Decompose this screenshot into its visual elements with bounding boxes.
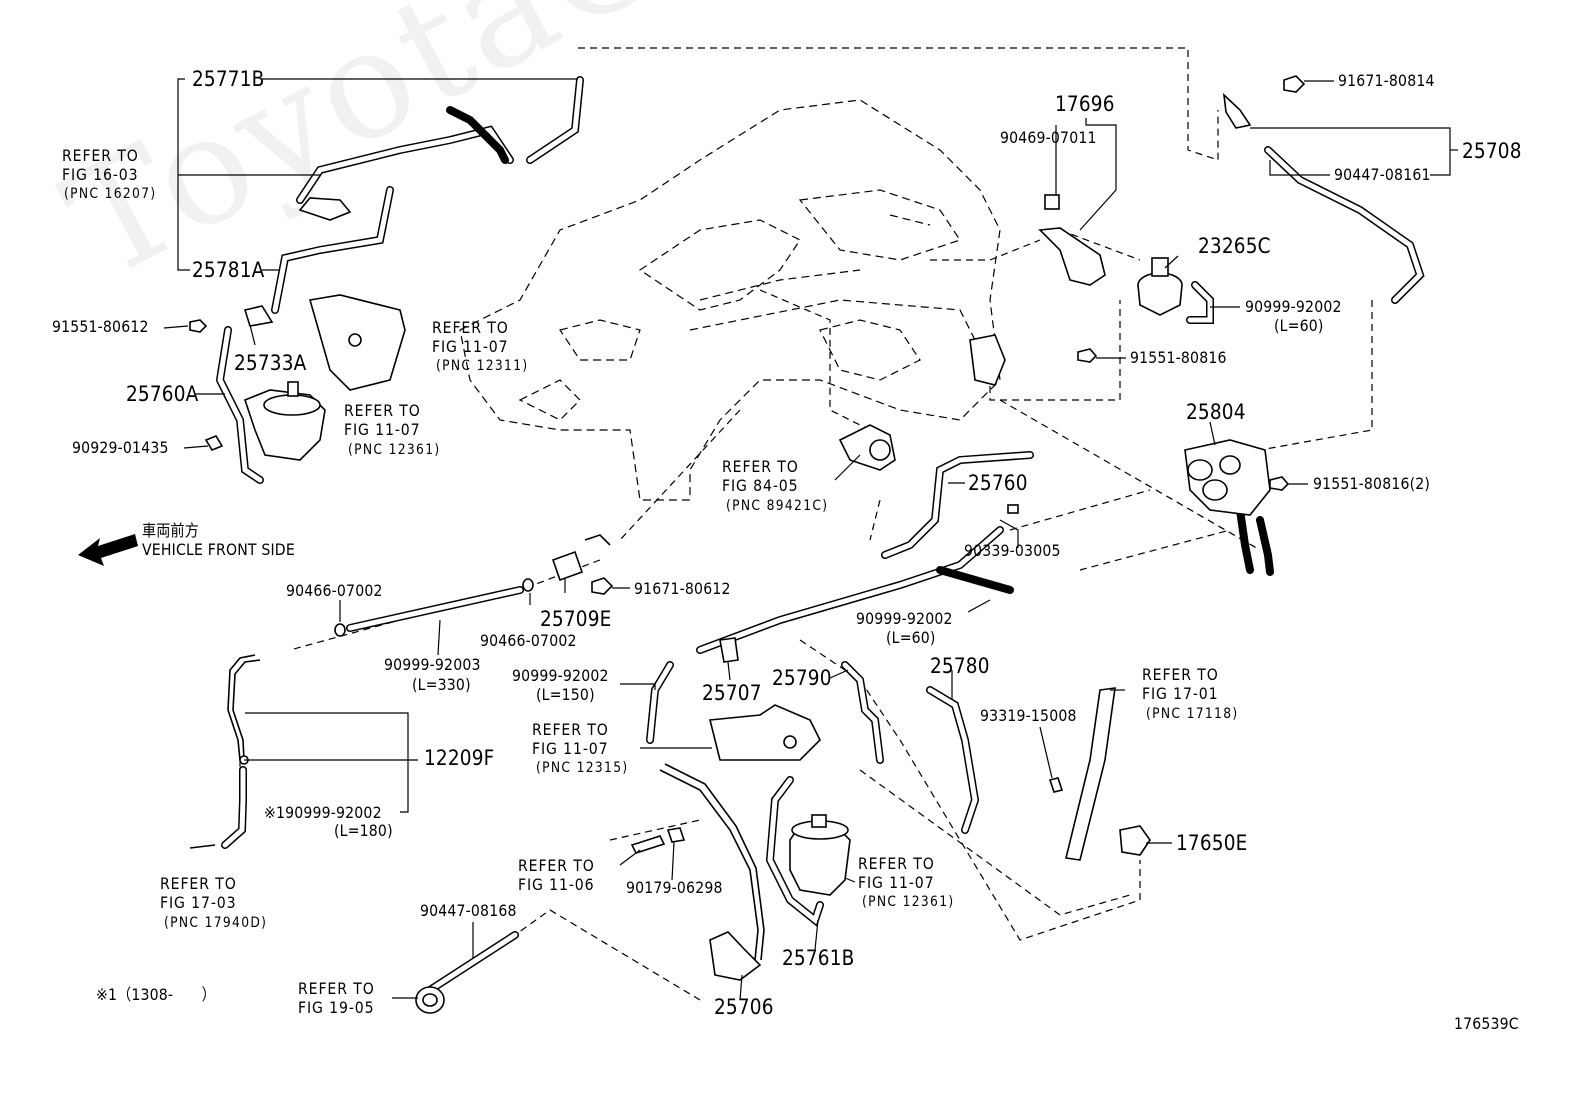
part-number-label: 90339-03005 (964, 541, 1061, 560)
ref-label-pnc: (PNC 12311) (436, 358, 529, 374)
length-label: (L=330) (412, 675, 471, 694)
part-number-label: 93319-15008 (980, 706, 1077, 725)
part-label-25780: 25780 (930, 654, 990, 678)
ref-label-line1: REFER TO (62, 146, 139, 165)
ref-label-line2: FIG 11-07 (858, 873, 935, 892)
ref-label-line2: FIG 17-01 (1142, 684, 1219, 703)
direction-label-ja: 車両前方 (142, 521, 200, 540)
diagram-id: 176539C (1454, 1014, 1519, 1033)
ref-label-line1: REFER TO (518, 856, 595, 875)
ref-label-line1: REFER TO (432, 318, 509, 337)
engine-outline (459, 99, 1001, 501)
part-number-label: 90999-92003 (384, 655, 481, 674)
part-number-label: 90179-06298 (626, 878, 723, 897)
part-number-label: 90999-92002 (856, 609, 953, 628)
front-arrow-icon (78, 534, 138, 566)
ref-label-pnc: (PNC 16207) (64, 186, 157, 202)
part-number-label: 90929-01435 (72, 438, 169, 457)
ref-label-line2: FIG 11-07 (432, 337, 509, 356)
part-label-25761B: 25761B (782, 946, 855, 970)
part-number-label: 90469-07011 (1000, 128, 1097, 147)
leader-lines (163, 78, 1458, 1001)
part-label-25760A: 25760A (126, 382, 199, 406)
part-number-label: 90466-07002 (286, 581, 383, 600)
ref-label-pnc: (PNC 89421C) (726, 498, 829, 514)
ref-label-pnc: (PNC 17118) (1146, 706, 1239, 722)
part-number-label: 90447-08161 (1334, 165, 1431, 184)
footnote: ※1（1308- ） (96, 985, 216, 1004)
part-number-label: 91551-80816(2) (1313, 474, 1431, 493)
part-number-label: 91551-80612 (52, 317, 149, 336)
ref-label-line1: REFER TO (298, 979, 375, 998)
ref-label-pnc: (PNC 12315) (536, 760, 629, 776)
part-number-label: 90466-07002 (480, 631, 577, 650)
part-number-label: 90999-92002 (512, 666, 609, 685)
part-label-12209F: 12209F (424, 746, 495, 770)
components (78, 75, 1306, 1014)
ref-label-line1: REFER TO (722, 457, 799, 476)
part-label-25706: 25706 (714, 995, 774, 1019)
part-number-label: 91671-80814 (1338, 71, 1435, 90)
length-label: (L=60) (1274, 316, 1324, 335)
ref-label-line2: FIG 17-03 (160, 893, 237, 912)
part-label-25708: 25708 (1462, 139, 1522, 163)
part-number-label: 90999-92002 (1245, 297, 1342, 316)
part-label-25771B: 25771B (192, 67, 265, 91)
part-label-25707: 25707 (702, 681, 762, 705)
part-number-label: 90447-08168 (420, 901, 517, 920)
length-label: (L=150) (536, 685, 595, 704)
part-label-17650E: 17650E (1176, 831, 1248, 855)
length-label: (L=60) (886, 628, 936, 647)
part-number-label: ※190999-92002 (264, 803, 382, 822)
ref-label-line1: REFER TO (858, 854, 935, 873)
part-label-25790: 25790 (772, 666, 832, 690)
ref-label-line2: FIG 19-05 (298, 998, 375, 1017)
hoses (189, 76, 1425, 994)
ref-label-line2: FIG 16-03 (62, 165, 139, 184)
ref-label-line2: FIG 11-07 (532, 739, 609, 758)
ref-label-line1: REFER TO (1142, 665, 1219, 684)
part-number-label: 91551-80816 (1130, 348, 1227, 367)
direction-label-en: VEHICLE FRONT SIDE (142, 540, 295, 559)
part-label-25804: 25804 (1186, 400, 1246, 424)
ref-label-line1: REFER TO (160, 874, 237, 893)
ref-label-line1: REFER TO (344, 401, 421, 420)
part-label-17696: 17696 (1055, 92, 1115, 116)
ref-label-line2: FIG 11-06 (518, 875, 595, 894)
ref-label-line2: FIG 84-05 (722, 476, 799, 495)
ref-label-pnc: (PNC 17940D) (164, 915, 268, 931)
ref-label-line1: REFER TO (532, 720, 609, 739)
ref-label-pnc: (PNC 12361) (862, 894, 955, 910)
part-label-25709E: 25709E (540, 607, 612, 631)
ref-label-line2: FIG 11-07 (344, 420, 421, 439)
ref-label-pnc: (PNC 12361) (348, 442, 441, 458)
part-label-23265C: 23265C (1198, 234, 1271, 258)
part-number-label: 91671-80612 (634, 579, 731, 598)
length-label: (L=180) (334, 821, 393, 840)
part-label-25781A: 25781A (192, 258, 265, 282)
part-label-25760: 25760 (968, 471, 1028, 495)
part-label-25733A: 25733A (234, 351, 307, 375)
